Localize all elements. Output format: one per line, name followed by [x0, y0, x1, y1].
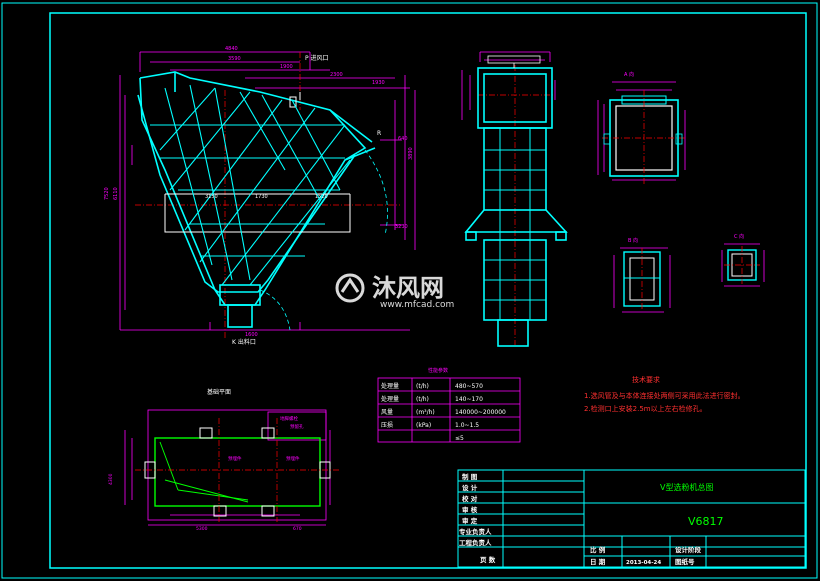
svg-text:1600: 1600	[245, 332, 258, 338]
svg-text:1520: 1520	[315, 194, 328, 200]
sig-row-3: 校 对	[462, 494, 478, 503]
performance-table-title: 性能参数	[428, 367, 448, 374]
inner-border	[49, 12, 807, 569]
title-block: 制 图 设 计 校 对 审 核 审 定 专业负责人 工程负责人 页 数 比 例 …	[457, 469, 806, 568]
sig-row-7: 工程负责人	[459, 538, 492, 547]
perf-r2-c1: 处理量	[381, 395, 399, 403]
perf-r1-c2: (t/h)	[416, 383, 429, 390]
tech-req-item-2: 2.检测口上安装2.5m以上左右检修孔。	[584, 404, 707, 413]
drawing-no-label: 图纸号	[675, 557, 695, 566]
svg-text:6110: 6110	[113, 187, 119, 200]
svg-text:预埋件: 预埋件	[228, 455, 242, 462]
svg-text:7520: 7520	[104, 187, 110, 200]
main-elevation-view: 4840 3590 1900 2300 1930 7520 6110 3890 …	[104, 46, 416, 346]
tech-requirements: 技术要求 1.选风管及与本体连接处两侧可采用此法进行密封。 2.检测口上安装2.…	[584, 375, 745, 413]
svg-text:670: 670	[293, 526, 302, 532]
sig-row-4: 审 核	[462, 505, 478, 514]
design-stage-label: 设计阶段	[675, 545, 702, 554]
sig-row-1: 制 图	[462, 472, 478, 481]
watermark-url: www.mfcad.com	[380, 300, 454, 310]
view-b: B 向	[613, 237, 671, 313]
perf-r3-c2: (m³/h)	[416, 409, 435, 416]
svg-text:地脚螺栓: 地脚螺栓	[280, 415, 298, 422]
view-c-title: C 向	[734, 233, 744, 240]
perf-r2-c3: 140~170	[455, 396, 483, 403]
sig-row-5: 审 定	[462, 516, 478, 525]
drawing-number: V6817	[688, 515, 724, 528]
date-value: 2013-04-24	[626, 560, 661, 566]
scale-label: 比 例	[590, 545, 606, 554]
svg-text:1900: 1900	[280, 64, 293, 70]
date-label: 日 期	[590, 557, 606, 566]
page-label: 页 数	[480, 555, 496, 564]
label-inlet-top: P 进风口	[305, 54, 329, 62]
base-plan-view: 基础平面 预埋件	[108, 388, 340, 532]
performance-table: 性能参数 处理量 (t/h) 480~570 处理量 (t/h) 140~170…	[377, 367, 521, 443]
svg-text:1730: 1730	[255, 194, 268, 200]
drawing-title: V型选粉机总图	[660, 482, 713, 492]
svg-text:640: 640	[398, 136, 408, 142]
perf-r1-c3: 480~570	[455, 383, 483, 390]
svg-text:预埋件: 预埋件	[286, 455, 300, 462]
tech-req-title: 技术要求	[632, 375, 660, 384]
perf-r4-c2: (kPa)	[416, 422, 431, 429]
svg-text:3890: 3890	[408, 147, 414, 160]
svg-text:预留孔: 预留孔	[290, 423, 304, 430]
perf-r4-c3: 1.0~1.5	[455, 422, 479, 429]
svg-text:5300: 5300	[196, 526, 208, 532]
view-a-title: A 向	[624, 71, 634, 78]
svg-text:4840: 4840	[225, 46, 238, 52]
perf-r5-c3: ≤5	[455, 435, 464, 442]
perf-r1-c1: 处理量	[381, 382, 399, 390]
svg-text:1930: 1930	[372, 80, 385, 86]
perf-r2-c2: (t/h)	[416, 396, 429, 403]
label-outlet-bottom: K 出料口	[232, 338, 256, 346]
svg-text:2300: 2300	[330, 72, 343, 78]
label-section-r: R	[377, 130, 381, 137]
sig-row-6: 专业负责人	[459, 527, 492, 536]
tech-req-item-1: 1.选风管及与本体连接处两侧可采用此法进行密封。	[584, 391, 745, 400]
perf-r3-c1: 风量	[381, 409, 393, 416]
view-c: C 向	[721, 233, 765, 287]
perf-r4-c1: 压损	[381, 421, 393, 429]
watermark-brand: 沐风网	[372, 274, 444, 302]
svg-text:4300: 4300	[108, 473, 114, 485]
view-a: A 向	[597, 71, 686, 184]
svg-text:3590: 3590	[228, 56, 241, 62]
base-plan-title: 基础平面	[207, 388, 231, 396]
svg-text:3150: 3150	[205, 194, 218, 200]
sig-row-2: 设 计	[462, 483, 478, 492]
watermark: 沐风网 www.mfcad.com	[335, 273, 454, 310]
view-b-title: B 向	[628, 237, 638, 244]
front-elevation-view	[461, 51, 568, 347]
svg-text:3230: 3230	[395, 224, 408, 230]
perf-r3-c3: 140000~200000	[455, 409, 506, 416]
